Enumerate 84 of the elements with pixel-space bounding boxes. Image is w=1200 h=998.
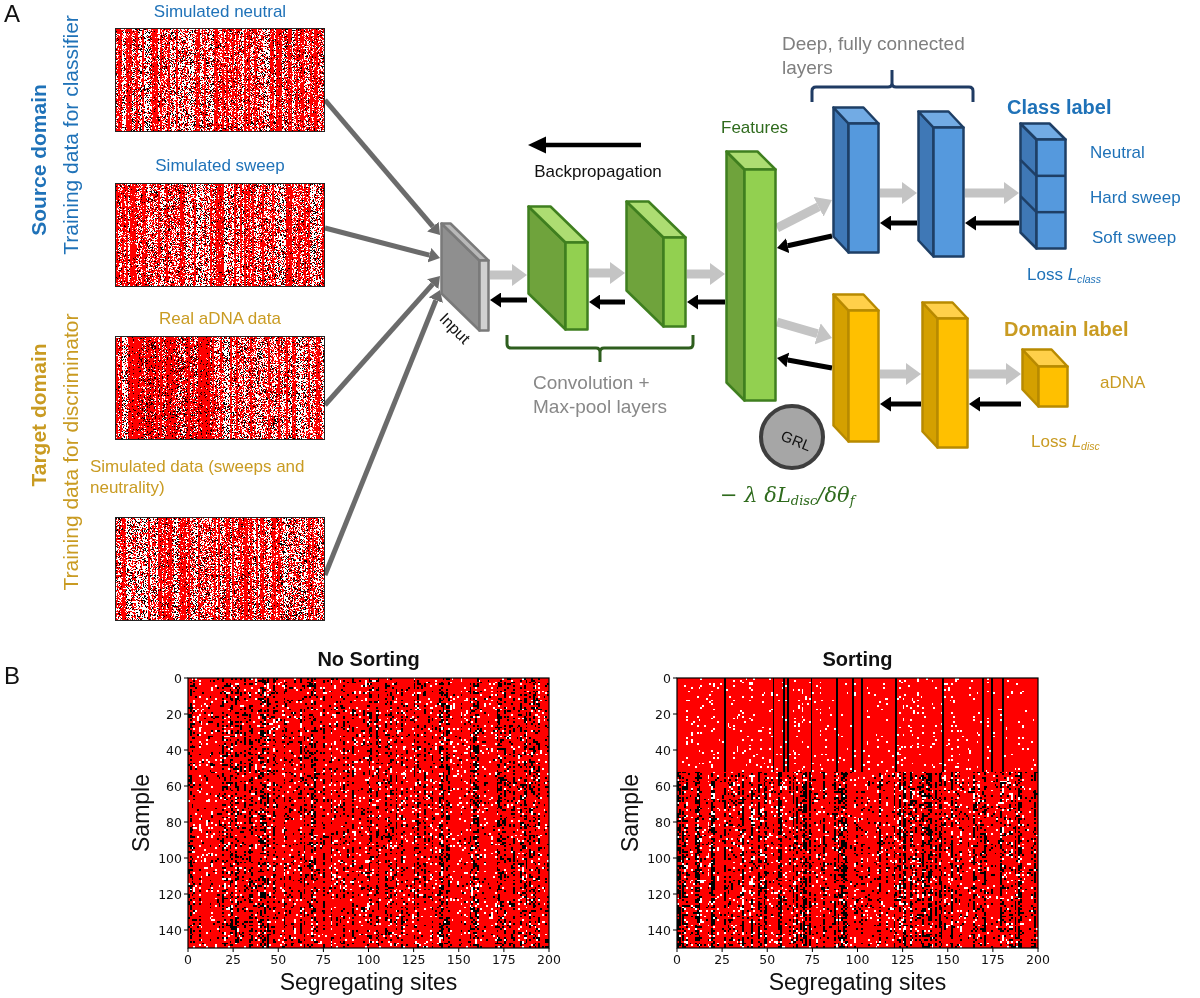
arrow (880, 396, 921, 412)
arrow (775, 317, 832, 345)
arrow (324, 225, 441, 263)
arrow (776, 233, 833, 254)
tick-label: 100 (845, 952, 870, 967)
output-label: Hard sweep (1090, 188, 1181, 209)
tick-label: 200 (537, 952, 561, 967)
heatmap-title: Simulated sweep (155, 156, 285, 177)
layer-label: Features (721, 118, 789, 139)
tick-label: 100 (647, 850, 671, 866)
tick-label: 60 (166, 778, 182, 794)
arrow (880, 215, 917, 231)
tick-label: 20 (166, 706, 182, 722)
tick-label: 0 (673, 952, 681, 967)
arrow (490, 264, 527, 286)
tick-label: 120 (158, 886, 182, 902)
tick-label: 0 (184, 952, 192, 967)
tick-label: 150 (935, 952, 960, 967)
tick-label: 25 (714, 952, 731, 967)
side-heading: Source domain (26, 84, 52, 236)
arrow (969, 396, 1021, 412)
tick-label: 75 (804, 952, 821, 967)
tick-label: 0 (174, 670, 182, 686)
axis-title: Sample (128, 774, 156, 852)
side-label: Training data for classifier (58, 15, 84, 255)
tick-label: 50 (759, 952, 776, 967)
arrow (687, 294, 725, 310)
tick-label: 175 (980, 952, 1005, 967)
side-heading: Target domain (26, 343, 52, 487)
loss-label: Loss L$_{disc}$ (1031, 432, 1100, 453)
arrow (965, 182, 1019, 204)
tick-label: 100 (158, 850, 182, 866)
arrow (687, 263, 725, 285)
arrow (323, 276, 440, 407)
tick-label: 125 (890, 952, 915, 967)
heatmap-title: Real aDNA data (159, 309, 281, 330)
tick-label: 0 (663, 670, 671, 686)
axis-title: Segregating sites (768, 969, 947, 997)
loss-label: Loss L$_{class}$ (1027, 265, 1102, 286)
output-heading: Class label (1007, 95, 1112, 119)
arrow (490, 292, 527, 308)
tick-label: 140 (647, 922, 671, 938)
tick-label: 200 (1026, 952, 1050, 967)
tick-label: 80 (166, 814, 182, 830)
tick-label: 80 (655, 814, 671, 830)
arrow (880, 182, 917, 204)
output-label: Neutral (1090, 143, 1145, 164)
chart-title: No Sorting (317, 647, 420, 671)
chart-title: Sorting (822, 647, 893, 671)
output-label: Soft sweep (1092, 228, 1177, 249)
tick-label: 75 (315, 952, 332, 967)
output-heading: Domain label (1004, 317, 1129, 341)
tick-label: 20 (655, 706, 671, 722)
tick-label: 25 (225, 952, 242, 967)
side-label: Training data for discriminator (58, 313, 84, 591)
tick-label: 40 (655, 742, 671, 758)
tick-label: 150 (446, 952, 471, 967)
arrow (323, 98, 441, 235)
tick-label: 50 (270, 952, 287, 967)
arrow (589, 294, 625, 310)
arrow-label: Backpropagation (534, 162, 662, 183)
tick-label: 125 (401, 952, 426, 967)
arrow (880, 363, 921, 385)
heatmap-title: Simulated neutral (153, 2, 287, 23)
tick-label: 120 (647, 886, 671, 902)
panel-letter: B (4, 662, 20, 691)
tick-label: 100 (356, 952, 381, 967)
arrow (969, 363, 1021, 385)
arrow (965, 215, 1019, 231)
heatmap-title: Simulated data (sweeps and neutrality) (90, 456, 306, 499)
tick-label: 60 (655, 778, 671, 794)
arrow (777, 352, 833, 371)
bracket-label: Deep, fully connected layers (782, 32, 966, 80)
panel-letter: A (4, 0, 20, 29)
tick-label: 175 (491, 952, 516, 967)
tick-label: 40 (166, 742, 182, 758)
tick-label: 140 (158, 922, 182, 938)
arrow (589, 262, 625, 284)
axis-title: Segregating sites (279, 969, 458, 997)
circle-label: GRL (778, 426, 814, 456)
formula: − λ δL$_{disc}$/δθ$_{f}$ (720, 483, 855, 509)
axis-title: Sample (617, 774, 645, 852)
bracket-label: Convolution + Max-pool layers (533, 371, 669, 419)
output-label: aDNA (1100, 373, 1146, 394)
